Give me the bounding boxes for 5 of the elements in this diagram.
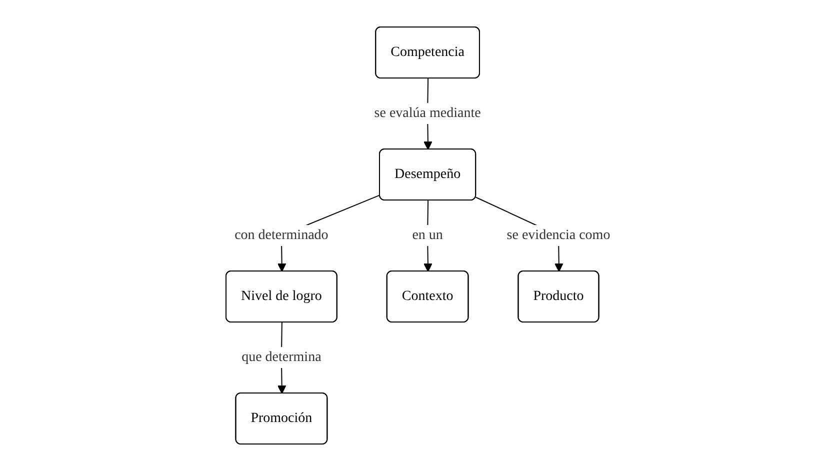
edge-label: con determinado	[234, 228, 328, 243]
edge-label: que determina	[241, 350, 322, 365]
edge-label: en un	[412, 228, 443, 243]
edge-label: se evidencia como	[506, 228, 610, 243]
edge-label: se evalúa mediante	[374, 106, 481, 121]
